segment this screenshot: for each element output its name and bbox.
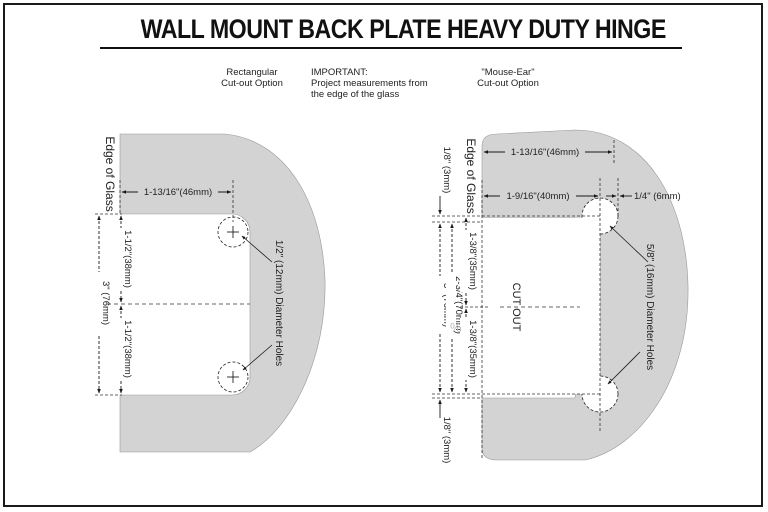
right-upper-dim: 1-3/8"(35mm) [467,232,478,290]
mouse-ear-line-1: "Mouse-Ear" [481,67,535,78]
left-width-dim: 1-13/16"(46mm) [144,187,212,198]
page-title: WALL MOUNT BACK PLATE HEAVY DUTY HINGE [140,14,667,44]
right-middle-dim: 2-3/4"(70mm) [453,276,464,334]
important-line-2: Project measurements from [311,78,428,89]
title-underline [100,47,682,49]
left-holes-leader-upper [241,235,273,263]
important-note: IMPORTANT: Project measurements from the… [311,67,451,100]
right-top-offset: 1/8" (3mm) [441,147,452,194]
left-lower-hole-center [227,371,239,383]
rect-option-note: Rectangular Cut-out Option [212,67,292,89]
left-upper-dim: 1-1/2"(38mm) [122,230,133,288]
important-line-3: the edge of the glass [311,89,400,100]
left-holes-leader-lower [242,344,273,371]
right-holes-label: 5/8" (16mm) Diameter Holes [644,244,655,370]
right-radius-dim: 1/4" (6mm) [634,191,681,202]
left-back-plate [119,133,326,453]
right-cutout-label: CUT OUT [510,283,522,332]
left-holes-label: 1/2" (12mm) Diameter Holes [273,240,284,366]
right-top-width: 1-13/16"(46mm) [511,147,579,158]
rect-option-line-1: Rectangular [226,67,278,78]
left-total-dim: 3" (76mm) [100,281,111,325]
left-upper-hole-center [227,226,239,238]
mouse-ear-line-2: Cut-out Option [477,78,539,89]
left-lower-dim: 1-1/2"(38mm) [122,320,133,378]
important-line-1: IMPORTANT: [311,67,368,78]
right-edge-label: Edge of Glass [464,138,478,213]
drawing-frame [3,3,763,507]
right-bottom-offset: 1/8" (3mm) [441,417,452,464]
mouse-ear-note: "Mouse-Ear" Cut-out Option [468,67,548,89]
left-edge-label: Edge of Glass [103,136,117,211]
right-inner-width: 1-9/16"(40mm) [506,191,569,202]
rect-option-line-2: Cut-out Option [221,78,283,89]
right-stray-mark: % [450,320,462,335]
right-holes-leader-lower [607,351,641,385]
right-holes-leader-upper [609,225,649,263]
right-lower-dim: 1-3/8"(35mm) [467,320,478,378]
